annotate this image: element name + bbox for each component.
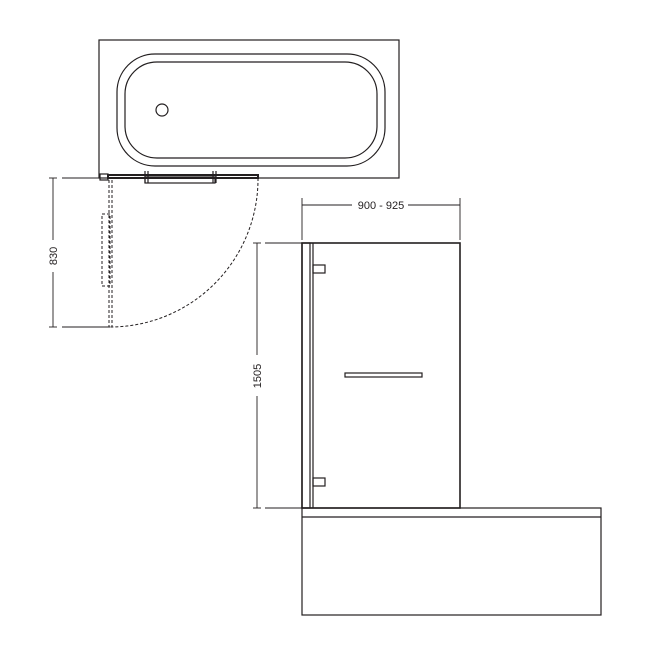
hinge-top <box>312 264 326 274</box>
panel-width-dimension: 900 - 925 <box>358 200 404 212</box>
door-swing-arc <box>109 177 259 328</box>
hinge-bottom <box>312 477 326 487</box>
screen-panel <box>301 242 461 509</box>
handle <box>344 372 423 378</box>
elevation-view: 900 - 925 1505 <box>252 198 602 616</box>
door-swing-dimension: 830 <box>48 247 60 265</box>
bath-front-panel <box>301 507 602 616</box>
bath-rim-inner <box>116 53 386 167</box>
screen-panel-plan <box>107 174 259 179</box>
bath-basin <box>124 61 378 159</box>
drain <box>155 103 169 117</box>
panel-height-dimension: 1505 <box>252 364 264 388</box>
wall-profile <box>301 242 311 509</box>
plan-view: 830 <box>48 39 400 328</box>
screen-wall-profile <box>99 173 109 181</box>
